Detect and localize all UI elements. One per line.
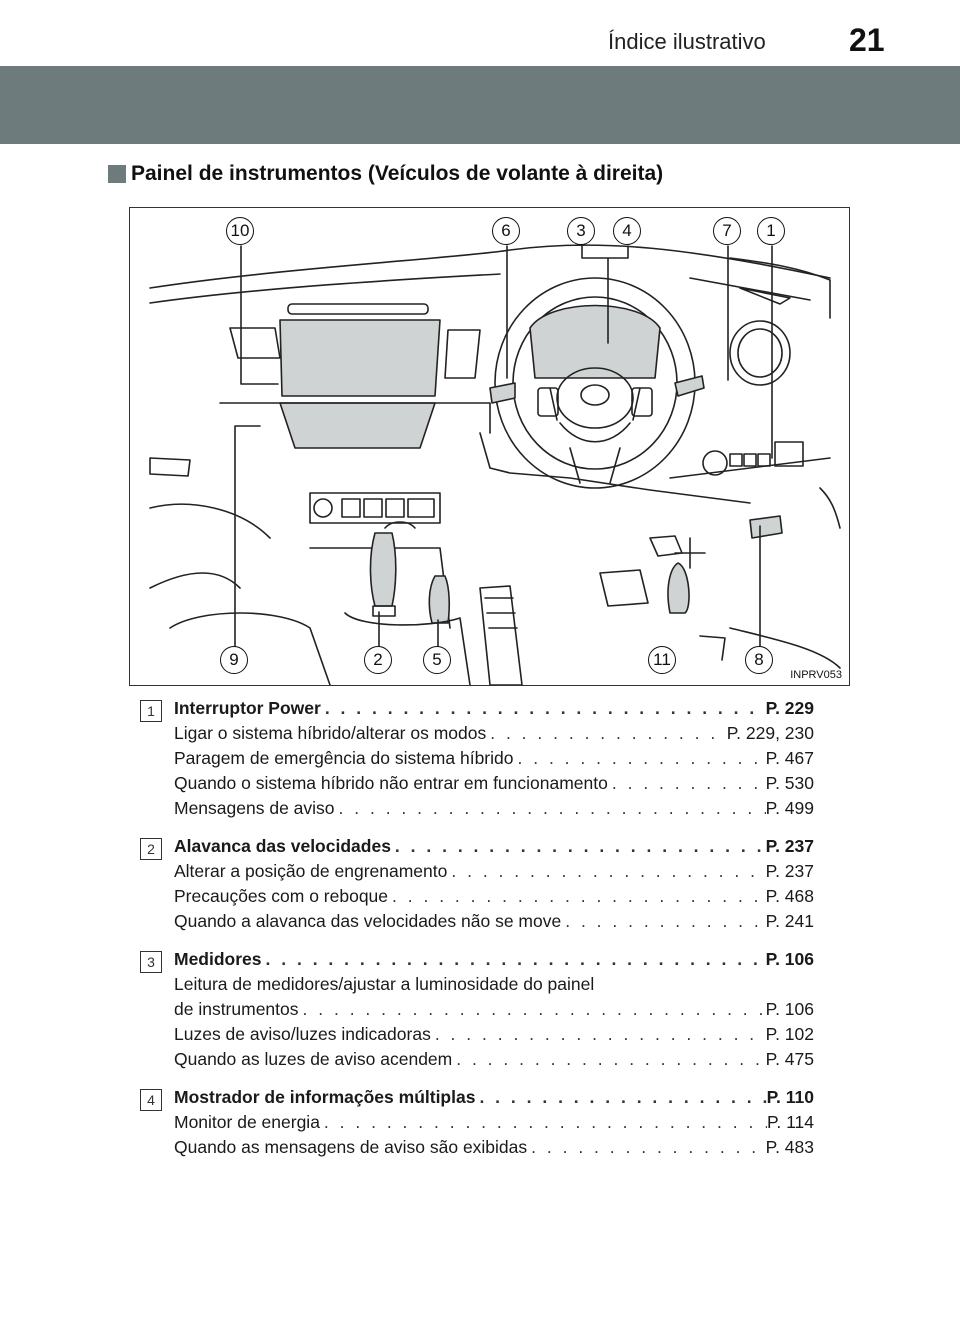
- leader-dots: [486, 723, 727, 744]
- leader-dots: [431, 1024, 766, 1045]
- entry-line: Mensagens de aviso P. 499: [174, 798, 814, 823]
- callout-2: 2: [364, 646, 392, 674]
- page-reference[interactable]: P. 114: [766, 1112, 814, 1132]
- page-reference[interactable]: P. 475: [765, 1049, 814, 1069]
- entry-power-switch: 1 Interruptor Power P. 229 Ligar o siste…: [140, 698, 830, 823]
- entry-heading: Mostrador de informações múltiplas P. 11…: [174, 1087, 814, 1112]
- callout-11: 11: [648, 646, 676, 674]
- entry-line-label: Quando o sistema híbrido não entrar em f…: [174, 773, 608, 793]
- page-reference[interactable]: P. 467: [765, 748, 814, 768]
- page-reference[interactable]: P. 530: [765, 773, 814, 793]
- entry-heading: Alavanca das velocidades P. 237: [174, 836, 814, 861]
- entry-line: Quando o sistema híbrido não entrar em f…: [174, 773, 814, 798]
- leader-dots: [447, 861, 765, 882]
- entry-line: Precauções com o reboque P. 468: [174, 886, 814, 911]
- entry-line: Quando as luzes de aviso acendem P. 475: [174, 1049, 814, 1074]
- entry-badge: 4: [140, 1089, 162, 1111]
- entry-multi-info-display: 4 Mostrador de informações múltiplas P. …: [140, 1087, 830, 1162]
- page-reference[interactable]: P. 102: [765, 1024, 814, 1044]
- page-number: 21: [849, 22, 885, 58]
- entry-line: Leitura de medidores/ajustar a luminosid…: [174, 974, 814, 999]
- entry-line-label: Precauções com o reboque: [174, 886, 389, 906]
- page-reference[interactable]: P. 229, 230: [726, 723, 814, 743]
- entry-line: Alterar a posição de engrenamento P. 237: [174, 861, 814, 886]
- leader-dots: [514, 748, 766, 769]
- leader-dots: [452, 1049, 765, 1070]
- entry-line: Quando as mensagens de aviso são exibida…: [174, 1137, 814, 1162]
- running-title: Índice ilustrativo: [608, 29, 766, 54]
- dashboard-line-drawing: [149, 244, 841, 685]
- leader-dots: [561, 911, 765, 932]
- entry-gauges: 3 Medidores P. 106 Leitura de medidores/…: [140, 949, 830, 1074]
- callout-5: 5: [423, 646, 451, 674]
- dashboard-illustration: 10 6 3 4 7 1 9 2 5 11 8 INPRV053: [129, 207, 850, 686]
- leader-dots: [299, 999, 766, 1020]
- page-reference[interactable]: P. 499: [765, 798, 814, 818]
- entry-line-label: de instrumentos: [174, 999, 299, 1019]
- callout-8: 8: [745, 646, 773, 674]
- page-reference[interactable]: P. 241: [765, 911, 814, 931]
- entry-heading-label: Mostrador de informações múltiplas: [174, 1087, 476, 1107]
- entry-badge: 2: [140, 838, 162, 860]
- entry-heading-label: Medidores: [174, 949, 262, 969]
- entry-badge: 1: [140, 700, 162, 722]
- leader-dots: [388, 886, 766, 907]
- entry-line: Monitor de energia P. 114: [174, 1112, 814, 1137]
- callout-1: 1: [757, 217, 785, 245]
- page-reference[interactable]: P. 229: [765, 698, 814, 718]
- leader-dots: [475, 1087, 766, 1108]
- callout-10: 10: [226, 217, 254, 245]
- page-reference[interactable]: P. 106: [765, 999, 814, 1019]
- figure-code: INPRV053: [788, 669, 844, 681]
- section-square-icon: [108, 165, 126, 183]
- entry-line-label: Quando a alavanca das velocidades não se…: [174, 911, 562, 931]
- entry-badge: 3: [140, 951, 162, 973]
- entry-line: Luzes de aviso/luzes indicadoras P. 102: [174, 1024, 814, 1049]
- callout-4: 4: [613, 217, 641, 245]
- entry-line-label: Paragem de emergência do sistema híbrido: [174, 748, 514, 768]
- entry-line-label: Leitura de medidores/ajustar a luminosid…: [174, 974, 595, 994]
- entry-line-label: Ligar o sistema híbrido/alterar os modos: [174, 723, 487, 743]
- leader-dots: [608, 773, 766, 794]
- page-reference[interactable]: P. 106: [765, 949, 814, 969]
- leader-dots: [335, 798, 766, 819]
- page-top-margin: [0, 0, 960, 62]
- leader-dots: [320, 1112, 767, 1133]
- entry-list: 1 Interruptor Power P. 229 Ligar o siste…: [140, 698, 830, 1175]
- entry-heading: Medidores P. 106: [174, 949, 814, 974]
- entry-heading-label: Alavanca das velocidades: [174, 836, 391, 856]
- leader-dots: [527, 1137, 766, 1158]
- entry-line: Paragem de emergência do sistema híbrido…: [174, 748, 814, 773]
- callout-3: 3: [567, 217, 595, 245]
- callout-9: 9: [220, 646, 248, 674]
- page-reference[interactable]: P. 110: [766, 1087, 814, 1107]
- entry-heading-label: Interruptor Power: [174, 698, 321, 718]
- entry-line: Ligar o sistema híbrido/alterar os modos…: [174, 723, 814, 748]
- page-reference[interactable]: P. 237: [765, 836, 814, 856]
- entry-line-label: Alterar a posição de engrenamento: [174, 861, 448, 881]
- entry-line-label: Quando as mensagens de aviso são exibida…: [174, 1137, 528, 1157]
- entry-shift-lever: 2 Alavanca das velocidades P. 237 Altera…: [140, 836, 830, 936]
- callout-6: 6: [492, 217, 520, 245]
- entry-line-label: Monitor de energia: [174, 1112, 320, 1132]
- leader-dots: [321, 698, 766, 719]
- entry-line-label: Quando as luzes de aviso acendem: [174, 1049, 453, 1069]
- callout-7: 7: [713, 217, 741, 245]
- entry-heading: Interruptor Power P. 229: [174, 698, 814, 723]
- entry-line: Quando a alavanca das velocidades não se…: [174, 911, 814, 936]
- leader-dots: [262, 949, 766, 970]
- page-reference[interactable]: P. 237: [765, 861, 814, 881]
- entry-line: de instrumentos P. 106: [174, 999, 814, 1024]
- page-reference[interactable]: P. 468: [765, 886, 814, 906]
- entry-line-label: Mensagens de aviso: [174, 798, 335, 818]
- page-reference[interactable]: P. 483: [765, 1137, 814, 1157]
- header-band: [0, 66, 960, 144]
- section-title: Painel de instrumentos (Veículos de vola…: [131, 162, 664, 185]
- entry-line-label: Luzes de aviso/luzes indicadoras: [174, 1024, 431, 1044]
- leader-dots: [391, 836, 766, 857]
